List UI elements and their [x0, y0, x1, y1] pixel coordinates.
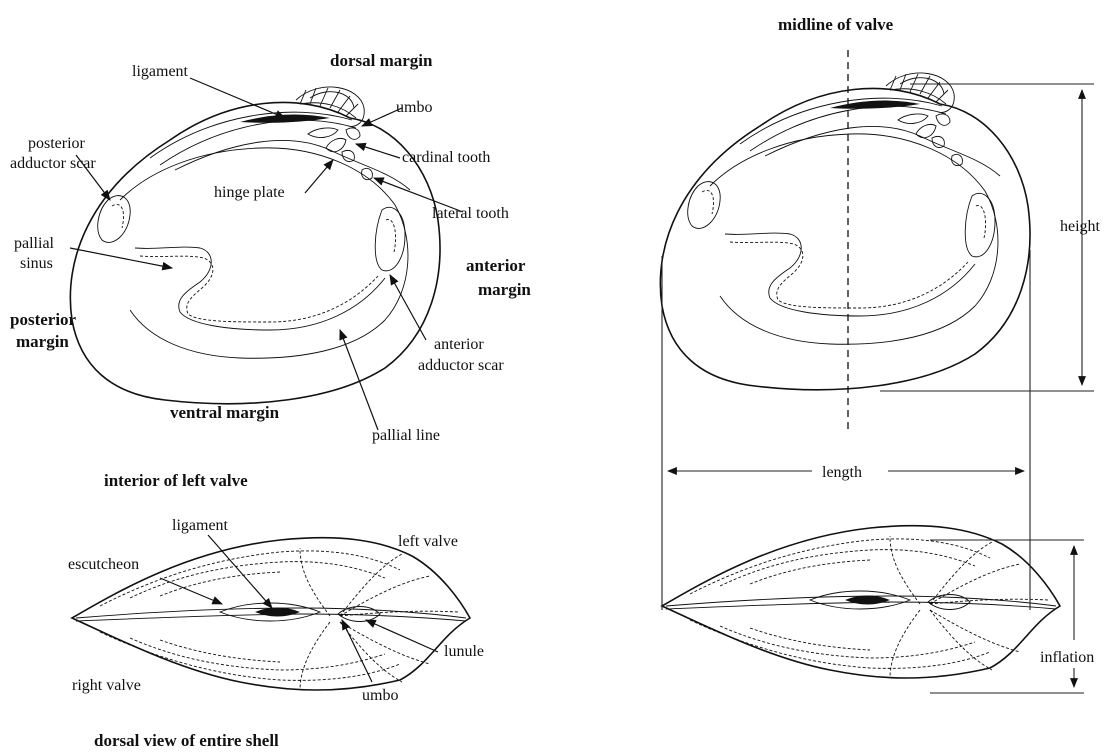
label-length: length — [822, 464, 862, 481]
label-cardinal-tooth: cardinal tooth — [402, 149, 490, 166]
label-anterior-margin-line2: margin — [478, 280, 531, 299]
label-escutcheon: escutcheon — [68, 556, 139, 573]
label-posterior-margin-line2: margin — [16, 332, 69, 351]
label-pallial-sinus-line1: pallial — [14, 235, 55, 252]
label-inflation: inflation — [1040, 649, 1094, 666]
label-hinge-plate: hinge plate — [214, 184, 285, 201]
label-posterior-margin-line1: posterior — [10, 310, 77, 329]
label-height: height — [1060, 218, 1101, 235]
label-anterior-margin-line1: anterior — [466, 256, 526, 275]
interior-left-valve-figure — [70, 87, 440, 404]
label-left-valve: left valve — [398, 533, 458, 550]
label-posterior-adductor-scar-line1: posterior — [28, 135, 86, 152]
label-umbo-interior: umbo — [396, 99, 432, 116]
label-dorsal-margin: dorsal margin — [330, 51, 433, 70]
label-anterior-adductor-scar-line2: adductor scar — [418, 357, 504, 374]
label-pallial-sinus-line2: sinus — [20, 255, 53, 272]
label-lunule: lunule — [444, 643, 484, 660]
label-anterior-adductor-scar-line1: anterior — [434, 336, 484, 353]
right-dorsal-view-figure — [662, 526, 1060, 678]
label-right-valve: right valve — [72, 677, 141, 694]
label-pallial-line: pallial line — [372, 427, 440, 444]
label-posterior-adductor-scar-line2: adductor scar — [10, 155, 96, 172]
caption-interior-left-valve: interior of left valve — [104, 471, 248, 490]
caption-dorsal-view: dorsal view of entire shell — [94, 731, 279, 750]
label-ligament-dorsal: ligament — [172, 517, 229, 534]
label-ventral-margin: ventral margin — [170, 403, 280, 422]
label-ligament-interior: ligament — [132, 63, 189, 80]
right-interior-valve-figure — [660, 73, 1030, 390]
label-midline-of-valve: midline of valve — [778, 15, 894, 34]
label-umbo-dorsal: umbo — [362, 687, 398, 704]
label-lateral-tooth: lateral tooth — [432, 205, 509, 222]
